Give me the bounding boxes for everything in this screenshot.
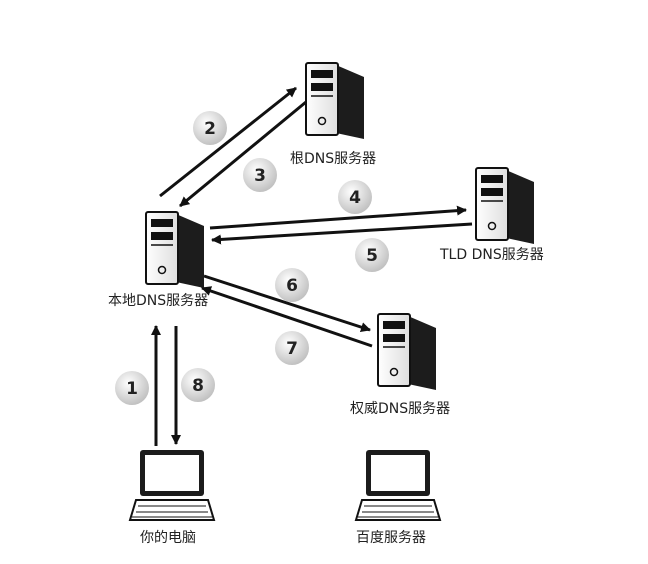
auth-dns-server-icon	[377, 313, 437, 391]
local-dns-server-icon	[145, 211, 205, 289]
arrow-step-3	[179, 100, 307, 208]
step-label-2: 2	[204, 119, 216, 139]
step-label-6: 6	[286, 276, 298, 296]
baidu-server-label: 百度服务器	[356, 530, 426, 546]
root-dns-server-icon	[305, 62, 365, 140]
step-label-5: 5	[366, 246, 378, 266]
your-pc-label: 你的电脑	[140, 530, 196, 546]
step-badge-7: 7	[275, 331, 309, 365]
arrow-step-6	[203, 274, 371, 332]
step-badge-2: 2	[193, 111, 227, 145]
step-badge-8: 8	[181, 368, 215, 402]
tld-dns-server-icon	[475, 167, 535, 245]
baidu-server-laptop-icon	[355, 449, 441, 521]
root-dns-label: 根DNS服务器	[290, 151, 377, 167]
step-badge-5: 5	[355, 238, 389, 272]
arrow-step-2	[159, 86, 297, 198]
step-label-8: 8	[192, 376, 204, 396]
arrow-step-4	[209, 205, 467, 230]
arrow-step-7	[201, 286, 373, 348]
step-badge-4: 4	[338, 180, 372, 214]
step-label-3: 3	[254, 166, 266, 186]
step-badge-6: 6	[275, 268, 309, 302]
your-pc-laptop-icon	[129, 449, 215, 521]
auth-dns-label: 权威DNS服务器	[350, 401, 451, 417]
step-badge-3: 3	[243, 158, 277, 192]
local-dns-label: 本地DNS服务器	[108, 293, 209, 309]
step-badge-1: 1	[115, 371, 149, 405]
step-label-1: 1	[126, 379, 138, 399]
step-label-4: 4	[349, 188, 361, 208]
tld-dns-label: TLD DNS服务器	[440, 247, 544, 263]
arrow-step-5	[211, 222, 473, 245]
step-label-7: 7	[286, 339, 298, 359]
